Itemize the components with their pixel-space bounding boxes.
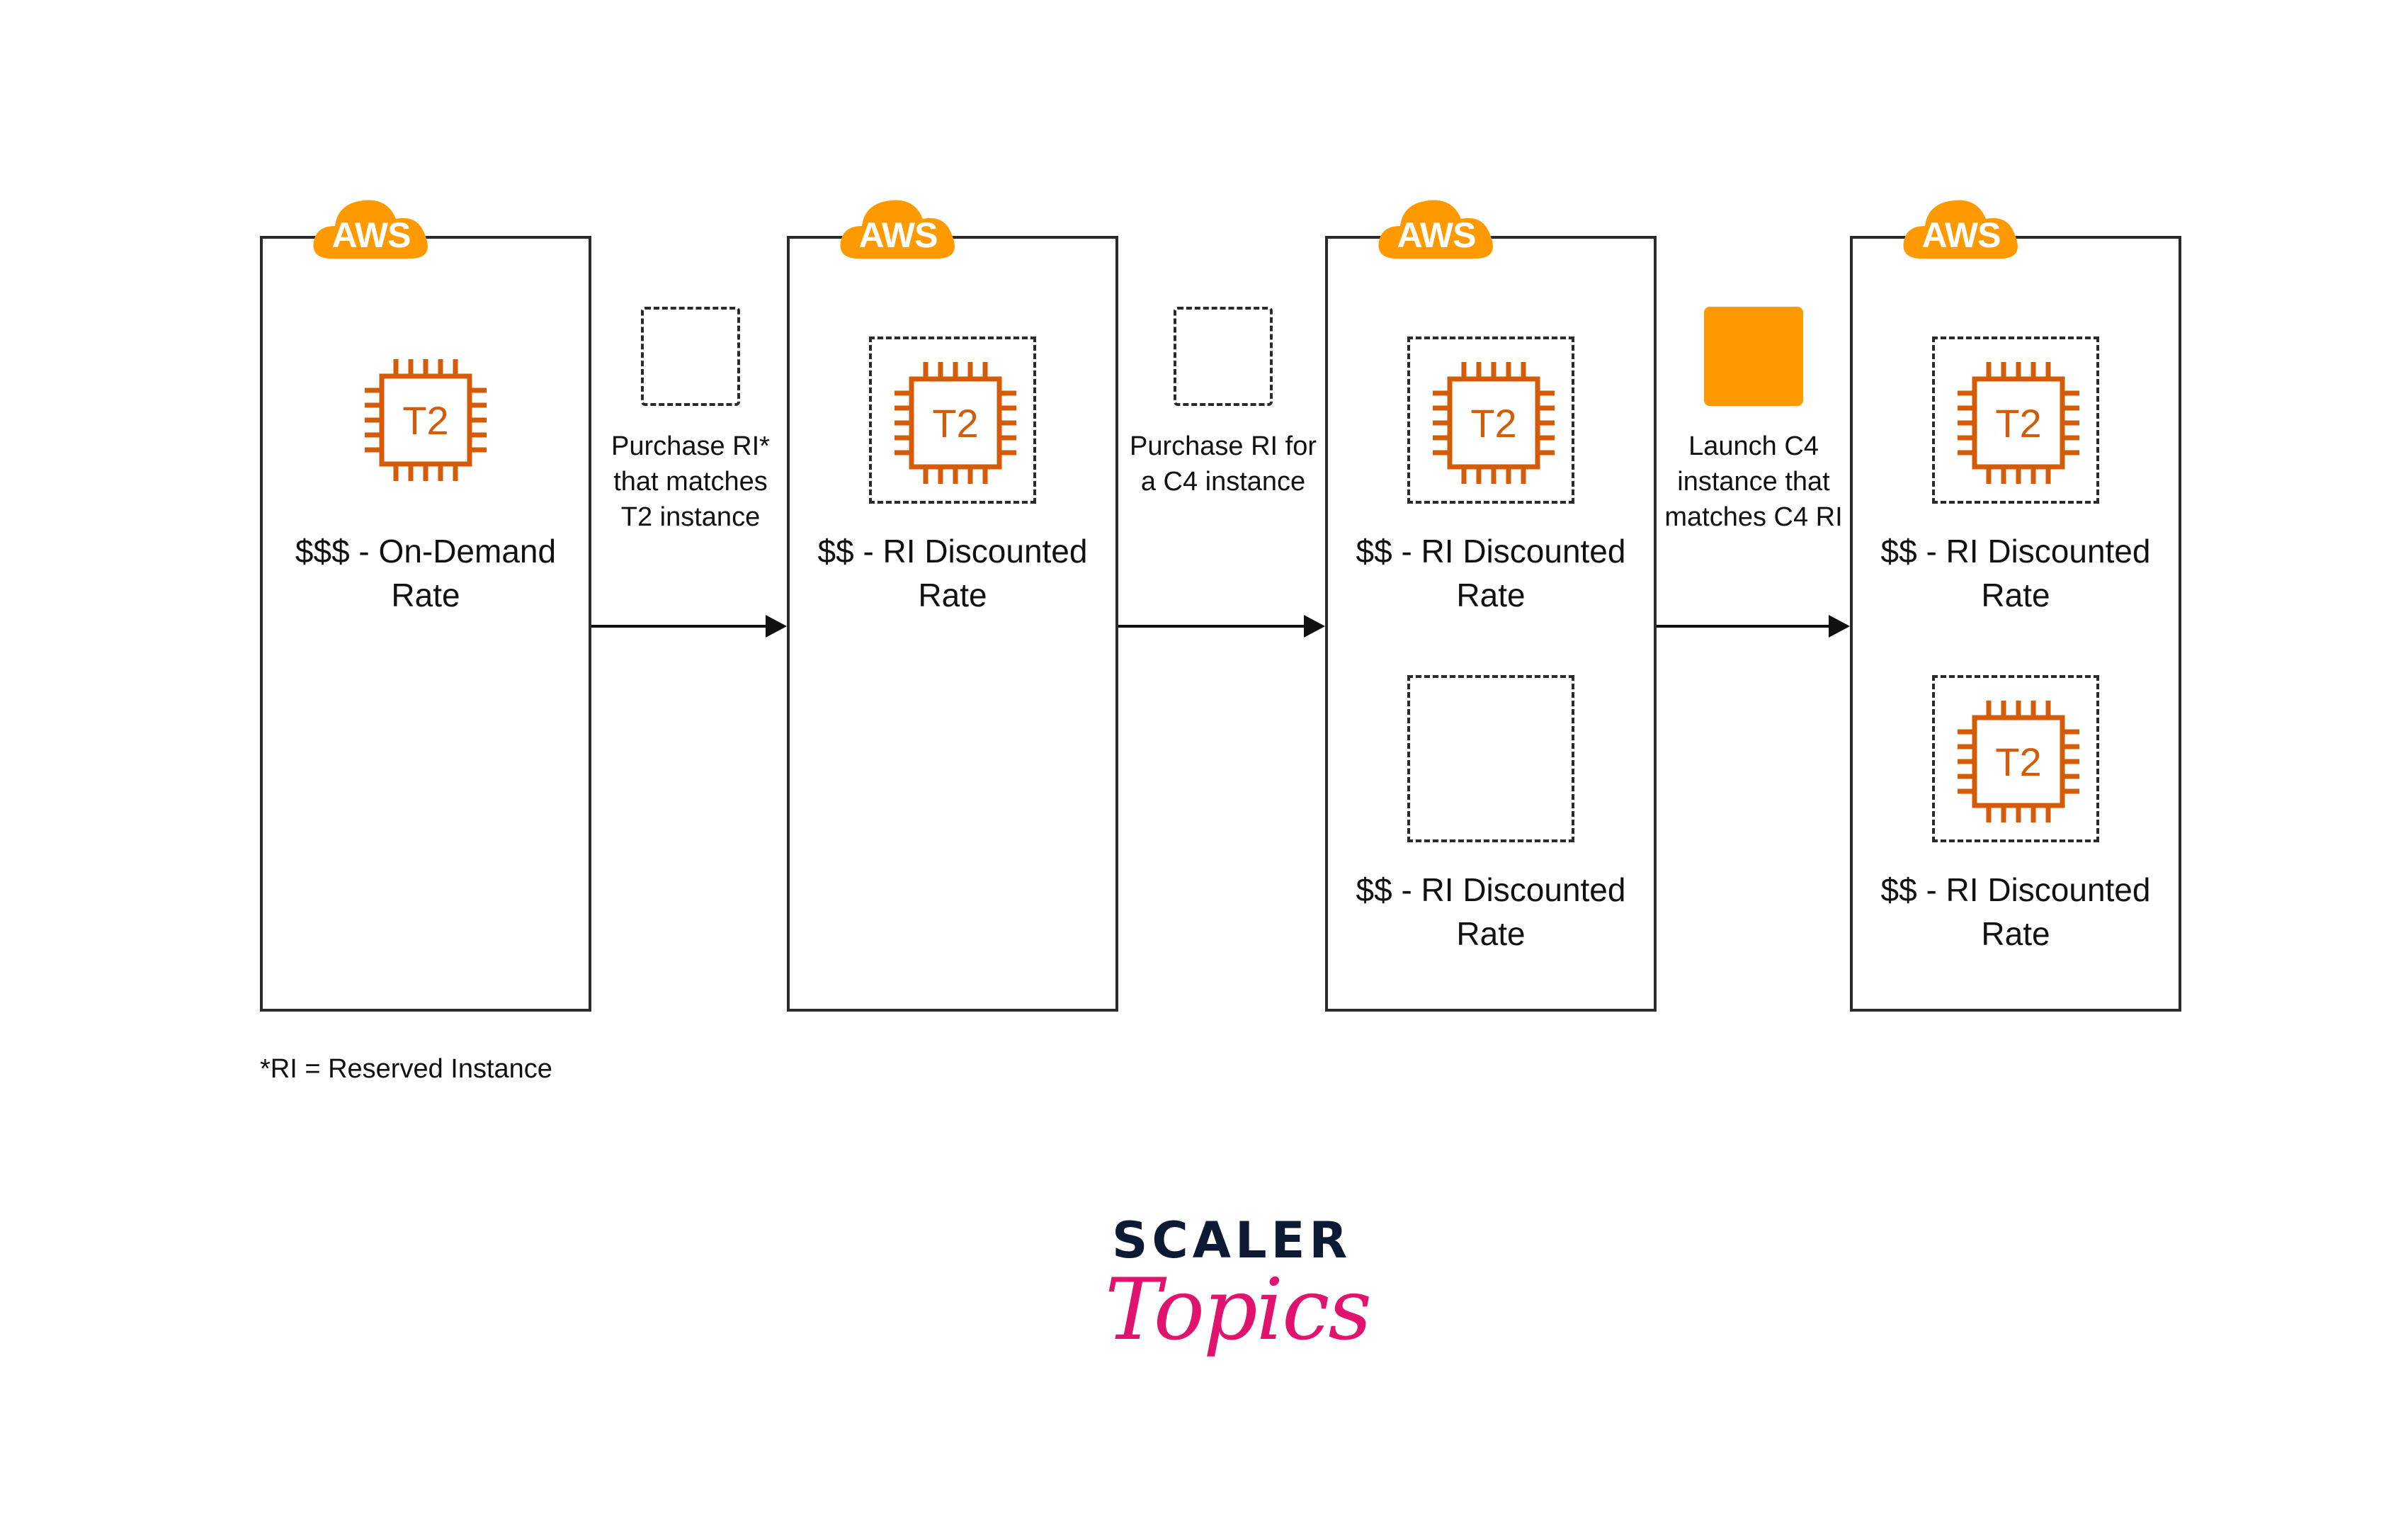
aws-cloud-icon: AWS	[1376, 188, 1497, 266]
rate-label: $$ - RI Discounted Rate	[1880, 871, 2151, 952]
aws-cloud-icon: AWS	[838, 188, 958, 266]
instance-slot: T2	[342, 336, 509, 504]
step-label: Purchase RI for a C4 instance	[1130, 431, 1317, 497]
ec2-chip-icon: T2	[1948, 352, 2089, 494]
rate-label: $$ - RI Discounted Rate	[1356, 533, 1626, 613]
step-label: Purchase RI* that matches T2 instance	[611, 431, 770, 532]
chip-label: T2	[1470, 401, 1517, 446]
aws-cloud-icon: AWS	[1901, 188, 2021, 266]
logo-wordmark-top: SCALER	[1112, 1211, 1352, 1269]
aws-panel-4: AWS T2 $$ - RI Discounted Rate	[1850, 200, 2181, 1012]
chip-label: T2	[1995, 401, 2042, 446]
scaler-topics-logo: SCALER Topics	[1105, 1211, 1372, 1396]
aws-panel-2: AWS T2 $$ - RI Discounted Rate	[787, 200, 1118, 1012]
rate-label: $$$ - On-Demand Rate	[295, 533, 557, 613]
ri-purchase-icon	[1174, 307, 1273, 406]
aws-label: AWS	[1397, 215, 1477, 255]
empty-reserved-slot	[1407, 675, 1574, 842]
rate-label: $$ - RI Discounted Rate	[1880, 533, 2151, 613]
chip-label: T2	[932, 401, 979, 446]
reserved-instance-slot: T2	[869, 336, 1036, 504]
footnote: *RI = Reserved Instance	[260, 1054, 552, 1084]
ec2-chip-icon: T2	[885, 352, 1026, 494]
logo-wordmark-bottom: Topics	[1105, 1261, 1372, 1359]
flow-arrow	[591, 612, 787, 640]
aws-label: AWS	[1921, 215, 2001, 255]
reserved-instance-slot: T2	[1932, 336, 2099, 504]
aws-cloud-icon: AWS	[311, 188, 431, 266]
ri-purchase-icon	[641, 307, 740, 406]
ec2-chip-icon: T2	[355, 349, 496, 491]
step-label: Launch C4 instance that matches C4 RI	[1664, 431, 1843, 532]
rate-label: $$ - RI Discounted Rate	[817, 533, 1088, 613]
reserved-instance-slot: T2	[1932, 675, 2099, 842]
aws-label: AWS	[858, 215, 938, 255]
c4-instance-icon	[1704, 307, 1803, 406]
ec2-chip-icon: T2	[1948, 691, 2089, 832]
aws-panel-3: AWS T2 $$ - RI Discounted Rate $$ - RI D…	[1325, 200, 1657, 1012]
flow-arrow	[1657, 612, 1850, 640]
reserved-instance-slot: T2	[1407, 336, 1574, 504]
rate-label: $$ - RI Discounted Rate	[1356, 871, 1626, 952]
ec2-chip-icon: T2	[1423, 352, 1564, 494]
chip-label: T2	[1995, 740, 2042, 784]
aws-label: AWS	[331, 215, 411, 255]
aws-panel-1: AWS T2 $$$ - On-Demand Rate	[260, 200, 591, 1012]
chip-label: T2	[402, 398, 449, 443]
flow-arrow	[1118, 612, 1325, 640]
